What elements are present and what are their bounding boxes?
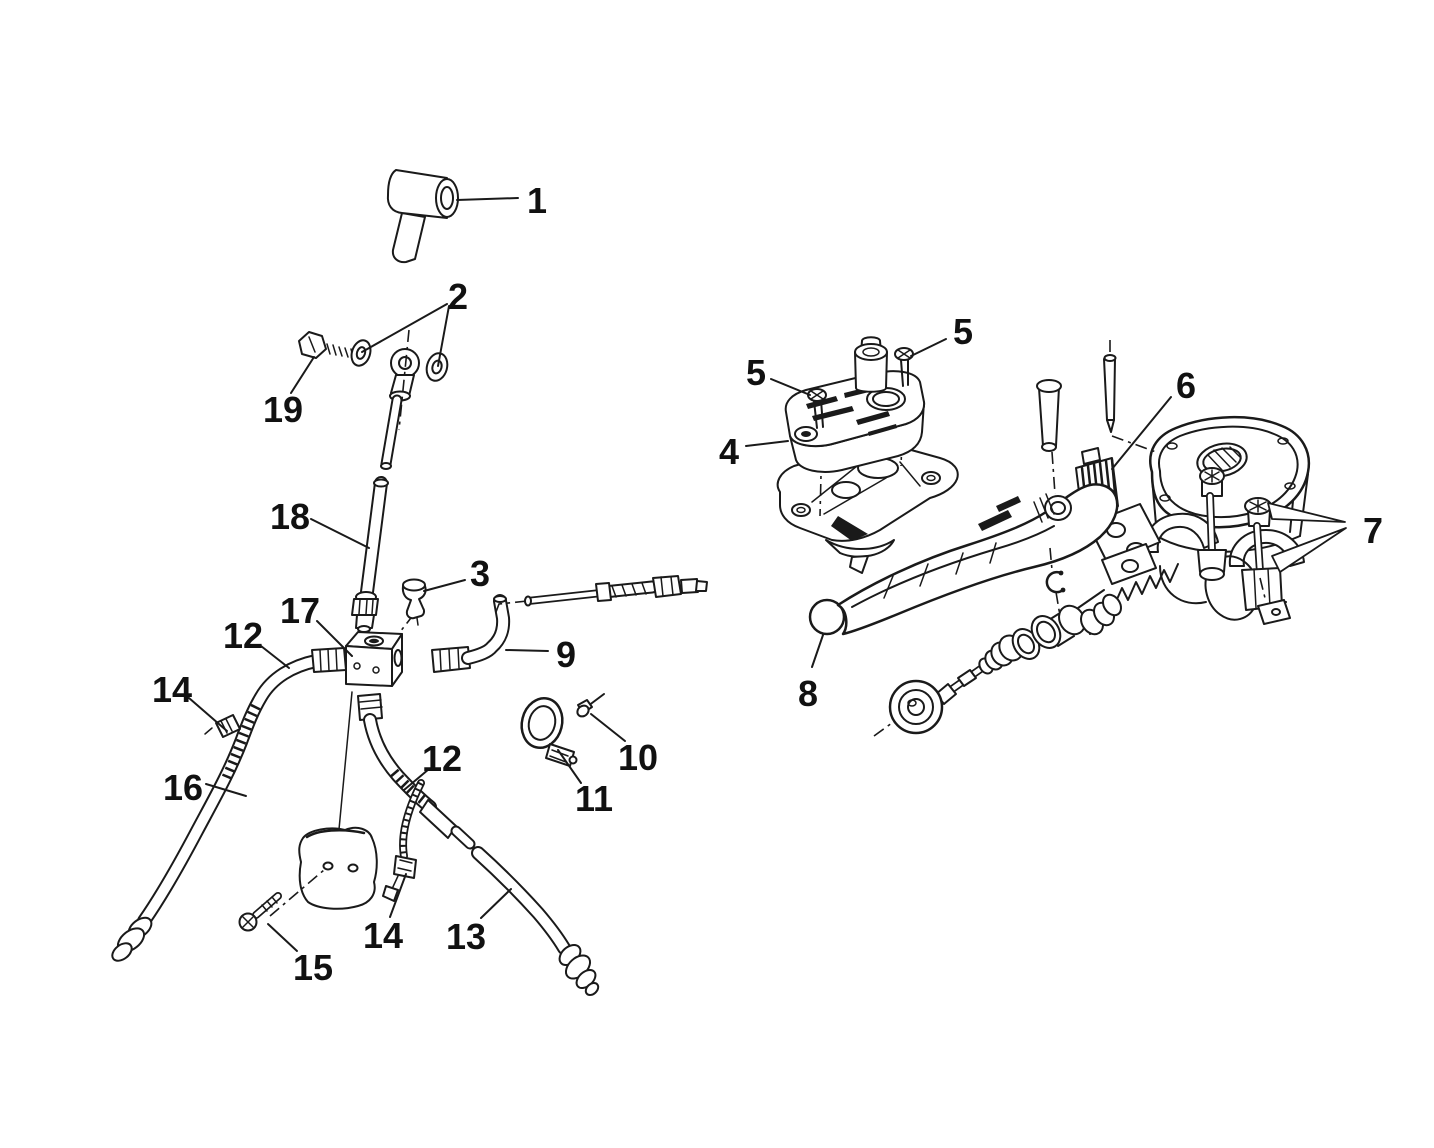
part-3-fitting: [385, 578, 427, 651]
part-4-reservoir-cap: [784, 370, 926, 473]
screw-15: [238, 892, 282, 932]
handlebar-clamps: [1144, 512, 1305, 621]
cap-rubber-boot: [854, 336, 888, 393]
cap-screw-centerlines: [819, 389, 905, 517]
callout-13: 13: [446, 916, 486, 957]
callout-8: 8: [798, 673, 818, 714]
part-11-clamp: [520, 697, 578, 767]
part-2-washers: [350, 339, 449, 382]
part-7-arrow-upper: [1267, 502, 1346, 523]
part-18-brake-line: [351, 329, 420, 633]
callout-14-upper: 14: [152, 669, 192, 710]
callout-18: 18: [270, 496, 310, 537]
callout-1: 1: [527, 180, 547, 221]
master-cylinder-reservoir: [1149, 415, 1311, 553]
e-clip: [1045, 547, 1066, 617]
part-10-pin: [576, 693, 605, 718]
hose-nut-into-block-left: [311, 647, 347, 673]
callout-3: 3: [470, 553, 490, 594]
part-12-13-brake-hose: [357, 693, 600, 996]
part-15-pad-and-screw: [238, 826, 378, 932]
callout-15: 15: [293, 947, 333, 988]
part-19-banjo-bolt: [298, 331, 354, 359]
callout-7: 7: [1363, 510, 1383, 551]
hose-13-end-fitting: [558, 944, 600, 996]
callout-9: 9: [556, 634, 576, 675]
adjuster-knob: [873, 679, 944, 737]
callout-16: 16: [163, 767, 203, 808]
hose-16-end-fitting: [111, 916, 153, 962]
callout-19: 19: [263, 389, 303, 430]
callout-5-left: 5: [746, 352, 766, 393]
callout-14-lower: 14: [363, 915, 403, 956]
hose-nut-into-block-bottom: [357, 693, 383, 721]
part-8-brake-lever: [808, 483, 1119, 636]
lever-pivot-pin: [1103, 340, 1157, 453]
part-7-screw-b: [1241, 497, 1291, 625]
callout-6: 6: [1176, 365, 1196, 406]
part-14-clamp-upper: [204, 714, 241, 738]
callout-12-upper: 12: [223, 615, 263, 656]
part-1-elbow-fitting: [386, 169, 459, 264]
piston-assembly: [873, 563, 1179, 737]
part-12-16-brake-hose: [111, 647, 347, 962]
part-7-arrow-lower: [1271, 527, 1347, 573]
callout-11: 11: [575, 778, 613, 819]
callout-4: 4: [719, 431, 739, 472]
callout-5-right: 5: [953, 311, 973, 352]
brake-line-rod: [495, 575, 708, 613]
lever-pushrod-pin: [1036, 379, 1062, 495]
part-14-ribbed-cable: [382, 779, 425, 902]
callout-17: 17: [280, 590, 320, 631]
leader-lines: [188, 197, 1347, 952]
part-9-elbow-hose: [431, 594, 511, 673]
callout-12-lower: 12: [422, 738, 462, 779]
callout-10: 10: [618, 737, 658, 778]
block-to-pad-line: [337, 691, 353, 841]
part-7-screw-a: [1197, 467, 1227, 581]
callout-2: 2: [448, 276, 468, 317]
part-17-junction-block: [345, 631, 403, 687]
